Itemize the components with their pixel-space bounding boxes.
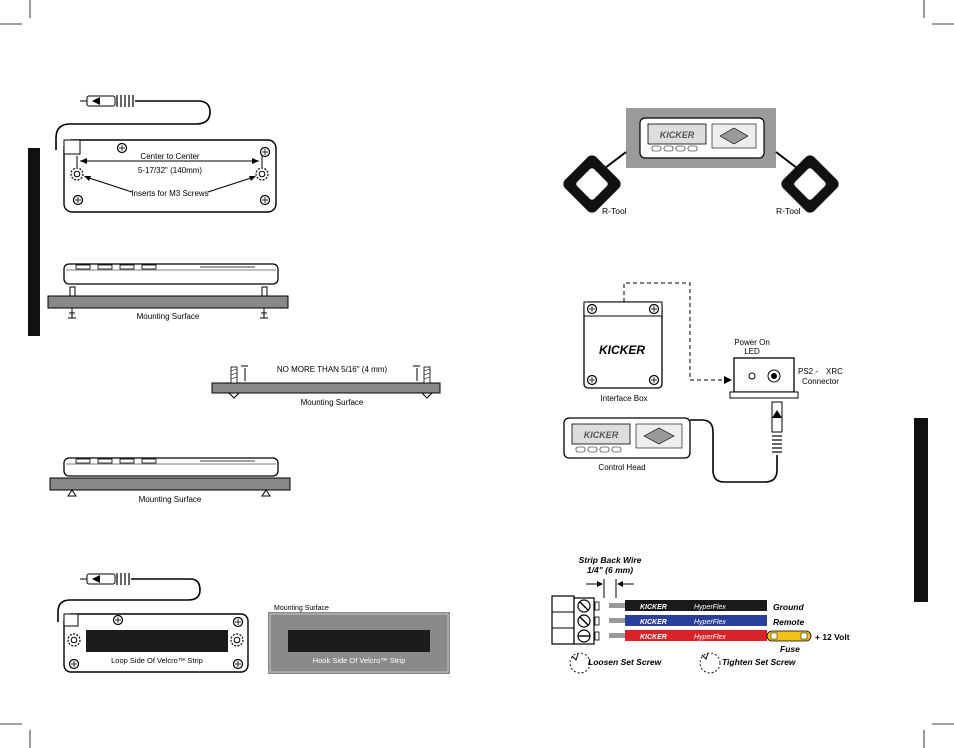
- wiring-diagram: Strip Back Wire 1/4" (6 mm): [551, 555, 850, 674]
- r-tool-right-label: R-Tool: [776, 206, 801, 216]
- power-wire-brand: KICKER: [640, 634, 667, 641]
- tighten-screw-icon: [699, 652, 721, 674]
- connector-plug: [55, 95, 211, 150]
- center-to-center-label: Center to Center: [140, 152, 199, 161]
- terminal-screw-1: [577, 599, 591, 613]
- xrc-label: XRC: [826, 367, 843, 376]
- connector-label: Connector: [802, 377, 839, 386]
- hook-side-label: Hook Side Of Velcro™ Strip: [313, 656, 406, 665]
- interface-label: Interface Box: [600, 394, 647, 403]
- removal-head-brand: KICKER: [660, 130, 695, 140]
- loosen-screw-icon: [569, 652, 591, 674]
- r-tool-right: [781, 155, 839, 213]
- power-led-box: [733, 357, 795, 393]
- ground-label: Ground: [773, 602, 804, 612]
- remote-wire-type: HyperFlex: [694, 619, 726, 626]
- connector-plug-2: [57, 573, 201, 622]
- strip-measure-label: 1/4" (6 mm): [587, 565, 633, 575]
- loosen-label: Loosen Set Screw: [588, 657, 663, 667]
- ground-wire: [625, 600, 767, 611]
- remote-label: Remote: [773, 617, 804, 627]
- control-head-brand: KICKER: [584, 430, 619, 440]
- loop-side-label: Loop Side Of Velcro™ Strip: [111, 656, 203, 665]
- left-edge-tab: [28, 148, 40, 336]
- r-tool-left: [563, 155, 621, 213]
- loop-strip: [86, 630, 228, 652]
- ground-wire-brand: KICKER: [640, 604, 667, 611]
- hook-strip: [288, 630, 430, 652]
- ps2-label: PS2 -: [798, 367, 818, 376]
- velcro-mount-surface-label: Mounting Surface: [274, 605, 329, 612]
- volt-label: + 12 Volt: [815, 632, 850, 642]
- side-view-velcro: Mounting Surface: [49, 457, 291, 504]
- terminal-screw-2: [577, 614, 591, 628]
- fuse: [766, 630, 812, 642]
- fuse-label: Fuse: [780, 644, 800, 654]
- screw-length-detail: NO MORE THAN 5/16" (4 mm) Mounting Surfa…: [211, 365, 441, 407]
- control-head-label: Control Head: [598, 463, 645, 472]
- dimension-measure-label: 5-17/32" (140mm): [138, 166, 203, 175]
- terminal-screw-3: [577, 629, 591, 643]
- inserts-label: Inserts for M3 Screws: [131, 189, 208, 198]
- led-label: LED: [744, 347, 760, 356]
- side-view-screws: Mounting Surface: [47, 263, 289, 321]
- velcro-strip-diagram: Loop Side Of Velcro™ Strip Mounting Surf…: [57, 573, 450, 674]
- power-on-label: Power On: [734, 338, 770, 347]
- ground-wire-type: HyperFlex: [694, 604, 726, 611]
- r-tool-left-label: R-Tool: [602, 206, 627, 216]
- remote-wire-brand: KICKER: [640, 619, 667, 626]
- mounting-surface-label-3: Mounting Surface: [139, 495, 202, 504]
- power-wire: [625, 630, 767, 641]
- screw-limit-label: NO MORE THAN 5/16" (4 mm): [277, 365, 388, 374]
- mounting-surface-label-1: Mounting Surface: [137, 312, 200, 321]
- r-tool-removal-diagram: KICKER R-Tool R-Tool: [563, 108, 839, 216]
- strip-back-label: Strip Back Wire: [579, 555, 642, 565]
- top-view-diagram: Center to Center 5-17/32" (140mm) Insert…: [55, 95, 277, 213]
- connection-diagram: KICKER Interface Box Power On LED PS2 - …: [563, 282, 843, 483]
- power-wire-type: HyperFlex: [694, 634, 726, 641]
- interface-brand-logo: KICKER: [599, 343, 645, 357]
- right-edge-tab: [914, 418, 928, 602]
- remote-wire: [625, 615, 767, 626]
- tighten-label: Tighten Set Screw: [722, 657, 797, 667]
- power-led: [748, 372, 756, 380]
- mounting-surface-label-2: Mounting Surface: [301, 398, 364, 407]
- terminal-block: [551, 595, 575, 645]
